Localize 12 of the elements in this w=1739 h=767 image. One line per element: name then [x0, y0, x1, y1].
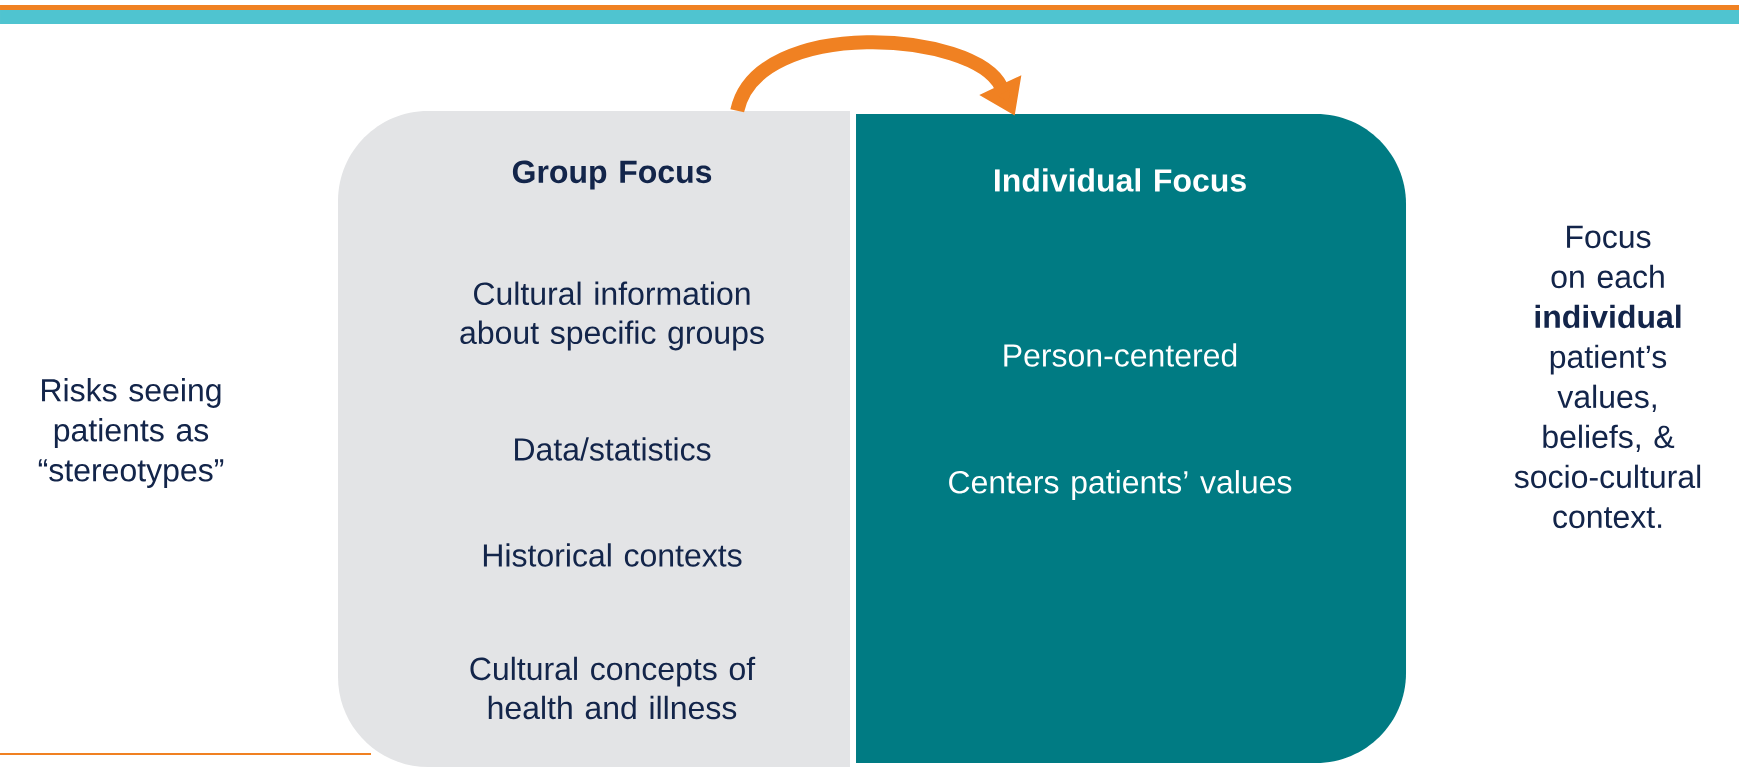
panel-item: Cultural information about specific groups [460, 281, 764, 351]
panel-item: Historical contexts [483, 543, 742, 567]
panel [856, 114, 1406, 763]
panel [338, 111, 850, 767]
side-note: Risks seeing patients as “stereotypes” [38, 378, 224, 488]
side-note: Focus on each individual patient’s values, beliefs, & socio-cultural context. [1514, 225, 1701, 529]
panel-heading: Group Focus [512, 160, 712, 190]
panel-item: Person-centered [1004, 343, 1237, 367]
panel-item: Centers patients’ values [949, 470, 1292, 500]
panel-heading: Individual Focus [995, 168, 1246, 192]
panel-item: Data/statistics [515, 437, 711, 461]
panel-item: Cultural concepts of health and illness [470, 656, 756, 720]
